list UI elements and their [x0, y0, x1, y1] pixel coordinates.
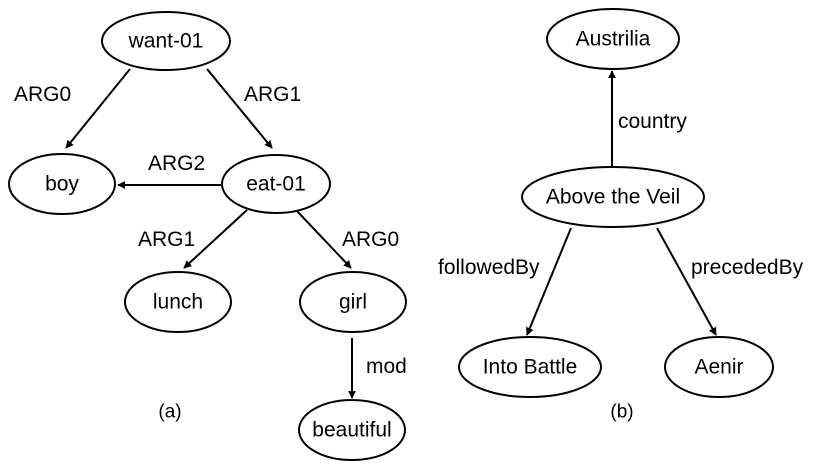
edge-label-want-boy: ARG0 — [14, 83, 71, 106]
edge-veil-aenir — [656, 227, 717, 336]
node-want-01: want-01 — [101, 11, 231, 71]
diagram-a: ARG0 ARG1 ARG2 ARG1 ARG0 mod want-01 boy… — [8, 11, 407, 461]
edge-label-girl-beautiful: mod — [366, 355, 407, 378]
node-above-the-veil: Above the Veil — [521, 166, 705, 228]
edge-label-want-eat: ARG1 — [244, 83, 301, 106]
node-label: boy — [45, 173, 79, 196]
edge-eat-lunch — [183, 209, 248, 269]
edge-label-country: country — [618, 110, 687, 133]
node-label: Austrilia — [576, 28, 651, 51]
node-label: want-01 — [128, 30, 204, 53]
edge-veil-battle — [526, 227, 572, 336]
edge-label-precededby: precededBy — [691, 256, 804, 279]
node-label: eat-01 — [246, 173, 306, 196]
node-beautiful: beautiful — [298, 399, 406, 461]
caption-a: (a) — [158, 402, 181, 423]
diagram-b: country followedBy precededBy Austrilia … — [438, 8, 804, 423]
caption-b: (b) — [610, 402, 633, 423]
edge-label-eat-girl: ARG0 — [342, 228, 399, 251]
node-aenir: Aenir — [664, 336, 774, 398]
node-into-battle: Into Battle — [458, 336, 602, 398]
node-label: lunch — [153, 291, 203, 314]
node-label: beautiful — [312, 419, 391, 442]
node-boy: boy — [8, 153, 116, 215]
node-austrilia: Austrilia — [546, 8, 680, 70]
node-label: girl — [339, 291, 367, 314]
node-eat-01: eat-01 — [221, 154, 331, 214]
node-label: Into Battle — [483, 356, 578, 379]
node-label: Aenir — [694, 356, 743, 379]
node-girl: girl — [299, 271, 407, 333]
edge-label-followedby: followedBy — [438, 256, 540, 279]
node-label: Above the Veil — [546, 186, 680, 209]
node-lunch: lunch — [124, 271, 232, 333]
edge-want-boy — [65, 68, 131, 149]
edge-want-eat — [206, 68, 273, 149]
edge-label-eat-lunch: ARG1 — [138, 228, 195, 251]
edge-eat-girl — [295, 209, 352, 269]
edge-label-eat-boy: ARG2 — [148, 152, 205, 175]
